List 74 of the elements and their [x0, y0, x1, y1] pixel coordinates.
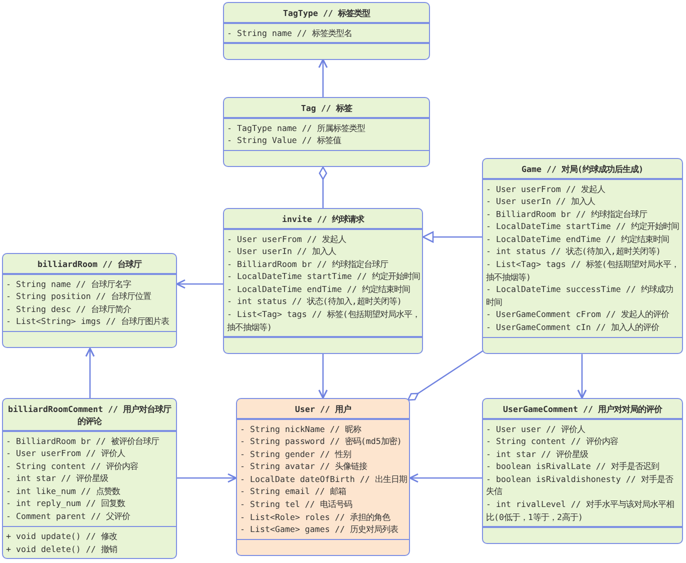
class-name: TagType // 标签类型 — [282, 7, 372, 20]
aggregation-line — [318, 166, 328, 208]
class-box — [223, 208, 423, 354]
attribute-text: - List<String> imgs // 台球厅图片表 — [5, 315, 170, 328]
attribute-text: - User userFrom // 发起人 — [226, 232, 347, 246]
attribute-text: - String avatar // 头像链接 — [239, 460, 368, 473]
arrow — [176, 279, 223, 289]
attribute-text: - UserGameComment cFrom // 发起人的评价 — [485, 308, 670, 322]
attribute-text: - LocalDate dateOfBirth // 出生日期 — [239, 472, 408, 486]
attribute-text: - String tel // 电话号码 — [239, 498, 353, 511]
arrow — [85, 348, 95, 398]
class-name: Tag // 标签 — [300, 102, 354, 115]
attribute-text: - String nickName // 昵称 — [239, 422, 362, 436]
class-name: UserGameComment // 用户对对局的评价 — [502, 403, 664, 416]
attribute-text: - int rivalLevel // 对手水平与该对局水平相比(0低于，1等于，2高于) — [485, 498, 675, 524]
attribute-text: - User userFrom // 发起人 — [485, 182, 606, 196]
attribute-text: - User userIn // 加入人 — [485, 195, 596, 208]
class-name: billiardRoomComment // 用户对台球厅的评论 — [7, 403, 172, 428]
attribute-text: - String password // 密码(md5加密) — [239, 435, 403, 448]
arrow — [318, 354, 328, 399]
class-box — [236, 398, 410, 556]
method-text: + void update() // 修改 — [5, 530, 118, 543]
attribute-text: - BilliardRoom br // 约球指定台球厅 — [485, 208, 648, 220]
attribute-text: - int star // 评价星级 — [485, 448, 589, 460]
attribute-text: - LocalDateTime endTime // 约定结束时间 — [485, 232, 670, 246]
attribute-text: - String content // 评价内容 — [5, 460, 139, 472]
class-name: Game // 对局(约球成功后生成) — [520, 163, 644, 176]
attribute-text: - String name // 标签类型名 — [226, 26, 353, 40]
attribute-text: - boolean isRivalLate // 对手是否迟到 — [485, 460, 660, 473]
attribute-text: - User user // 评价人 — [485, 422, 586, 436]
class-name: invite // 约球请求 — [281, 213, 366, 226]
attribute-text: - List<Tag> tags // 标签(包括期望对局水平，抽不抽烟等) — [485, 258, 680, 284]
class-box — [223, 97, 430, 168]
method-text: + void delete() // 撤销 — [5, 542, 118, 556]
attribute-text: - LocalDateTime endTime // 约定结束时间 — [226, 282, 411, 296]
attribute-text: - int status // 状态(待加入,超时关闭等) — [485, 245, 662, 258]
attribute-text: - List<Role> roles // 承担的角色 — [239, 510, 392, 524]
class-box — [2, 253, 177, 348]
arrow — [177, 473, 237, 483]
arrow — [577, 354, 587, 399]
attribute-text: - Comment parent // 父评价 — [5, 510, 131, 523]
attribute-text: - int status // 状态(待加入,超时关闭等) — [226, 295, 403, 308]
attribute-text: - boolean isRivaldishonesty // 对手是否失信 — [485, 472, 674, 498]
class-box — [482, 398, 683, 544]
attribute-text: - String email // 邮箱 — [239, 485, 347, 498]
arrow — [318, 58, 328, 97]
attribute-text: - TagType name // 所属标签类型 — [226, 122, 366, 134]
attribute-text: - String desc // 台球厅简介 — [5, 302, 132, 316]
arrow — [422, 231, 482, 243]
attribute-text: - String position // 台球厅位置 — [5, 290, 152, 303]
attribute-text: - String Value // 标签值 — [226, 134, 342, 147]
attribute-text: - User userFrom // 评价人 — [5, 447, 126, 460]
class-box — [223, 2, 430, 60]
attribute-text: - LocalDateTime startTime // 约定开始时间 — [226, 270, 421, 283]
class-box — [2, 398, 177, 560]
attribute-text: - LocalDateTime successTime // 约球成功时间 — [485, 283, 674, 308]
attribute-text: - int like_num // 点赞数 — [5, 484, 122, 498]
class-name: billiardRoom // 台球厅 — [36, 258, 143, 271]
arrow — [409, 473, 482, 483]
attribute-text: - String name // 台球厅名字 — [5, 278, 132, 290]
class-name: User // 用户 — [294, 403, 352, 416]
attribute-text: - List<Game> games // 历史对局列表 — [239, 523, 399, 536]
attribute-text: - String gender // 性别 — [239, 448, 352, 460]
attribute-text: - String content // 评价内容 — [485, 435, 619, 448]
attribute-text: - BilliardRoom br // 约球指定台球厅 — [226, 258, 390, 270]
attribute-text: - UserGameComment cIn // 加入人的评价 — [485, 321, 660, 334]
class-box — [482, 158, 683, 354]
attribute-text: - List<Tag> tags // 标签(包括期望对局水平，抽不抽烟等) — [226, 308, 421, 334]
attribute-text: - int star // 评价星级 — [5, 472, 109, 485]
attribute-text: - LocalDateTime startTime // 约定开始时间 — [485, 220, 680, 233]
attribute-text: - User userIn // 加入人 — [226, 245, 337, 258]
aggregation-line — [407, 350, 484, 401]
attribute-text: - BilliardRoom br // 被评价台球厅 — [5, 434, 160, 448]
attribute-text: - int reply_num // 回复数 — [5, 497, 126, 510]
